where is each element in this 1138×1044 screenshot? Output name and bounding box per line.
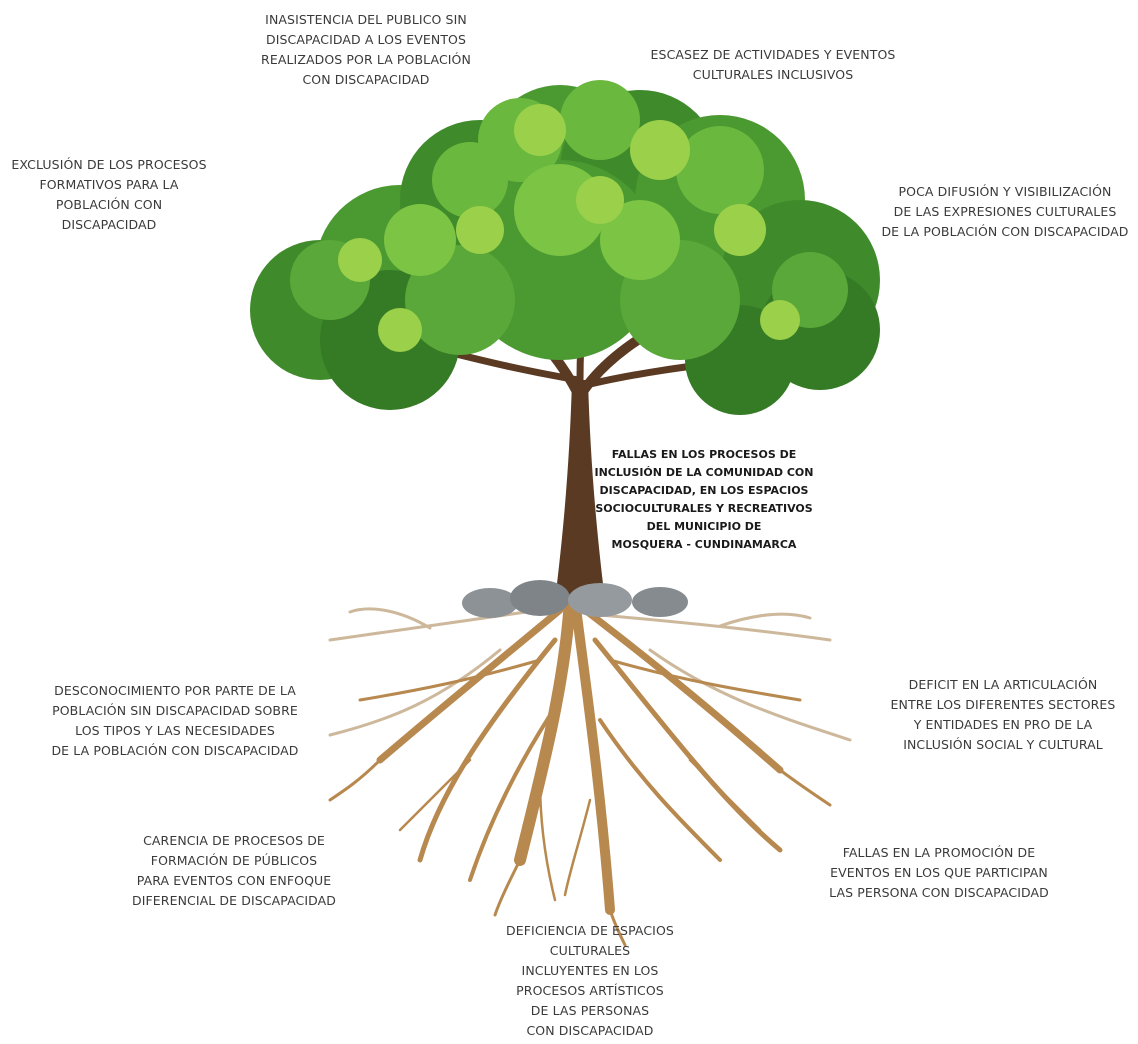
cause-label: FALLAS EN LA PROMOCIÓN DE EVENTOS EN LOS… xyxy=(829,845,1049,900)
roots xyxy=(328,594,852,947)
cause-label: DEFICIT EN LA ARTICULACIÓN ENTRE LOS DIF… xyxy=(890,677,1116,752)
effect-label: EXCLUSIÓN DE LOS PROCESOS FORMATIVOS PAR… xyxy=(11,157,207,232)
cause-label: CARENCIA DE PROCESOS DE FORMACIÓN DE PÚB… xyxy=(131,833,337,908)
central-problem-label: FALLAS EN LOS PROCESOS DE INCLUSIÓN DE L… xyxy=(594,448,814,551)
effect-label: ESCASEZ DE ACTIVIDADES Y EVENTOS CULTURA… xyxy=(650,47,896,82)
canopy xyxy=(250,80,880,415)
cause-label: DEFICIENCIA DE ESPACIOS CULTURALES INCLU… xyxy=(506,923,674,1038)
effect-label: POCA DIFUSIÓN Y VISIBILIZACIÓN DE LAS EX… xyxy=(881,184,1129,239)
effect-label: INASISTENCIA DEL PUBLICO SIN DISCAPACIDA… xyxy=(261,12,471,87)
cause-label: DESCONOCIMIENTO POR PARTE DE LA POBLACIÓ… xyxy=(51,683,299,758)
rocks xyxy=(462,580,688,618)
